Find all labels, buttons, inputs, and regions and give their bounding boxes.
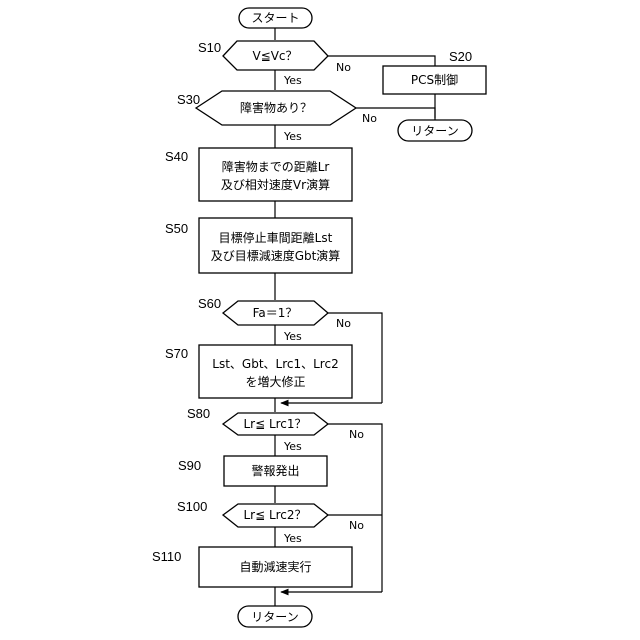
process-s70: Lst、Gbt、Lrc1、Lrc2 を増大修正 S70 [165, 345, 352, 398]
process-s50: 目標停止車間距離Lst 及び目標減速度Gbt演算 S50 [165, 218, 352, 273]
process-s70-line2: を増大修正 [245, 374, 305, 389]
process-s40-line2: 及び相対速度Vr演算 [221, 177, 330, 192]
decision-s30: 障害物あり？ S30 Yes No [177, 91, 377, 143]
start-label: スタート [251, 11, 299, 25]
process-s40: 障害物までの距離Lr 及び相対速度Vr演算 S40 [165, 148, 352, 201]
branch-no-s100: No [349, 519, 364, 532]
branch-yes-s10: Yes [283, 74, 302, 87]
step-label-s30: S30 [177, 92, 200, 107]
step-label-s90: S90 [178, 458, 201, 473]
step-label-s50: S50 [165, 221, 188, 236]
process-s50-line1: 目標停止車間距離Lst [219, 230, 333, 245]
decision-s10-text: V≦Vc？ [252, 49, 297, 63]
process-s40-line1: 障害物までの距離Lr [222, 159, 330, 174]
decision-s80: Lr≦ Lrc1？ S80 Yes No [187, 406, 364, 453]
process-s50-line2: 及び目標減速度Gbt演算 [211, 248, 341, 263]
return-end-label: リターン [251, 610, 298, 624]
branch-yes-s100: Yes [283, 532, 302, 545]
step-label-s100: S100 [177, 499, 207, 514]
branch-no-s30: No [362, 112, 377, 125]
process-s70-line1: Lst、Gbt、Lrc1、Lrc2 [212, 357, 338, 371]
branch-no-s10: No [336, 61, 351, 74]
branch-no-s60: No [336, 317, 351, 330]
process-s110-text: 自動減速実行 [239, 559, 311, 574]
process-s90: 警報発出 S90 [178, 456, 327, 486]
decision-s60-text: Fa＝1？ [253, 306, 298, 320]
decision-s100: Lr≦ Lrc2？ S100 Yes No [177, 499, 364, 545]
step-label-s110: S110 [152, 549, 181, 564]
start-terminal: スタート [239, 8, 312, 28]
step-label-s80: S80 [187, 406, 210, 421]
branch-yes-s30: Yes [283, 130, 302, 143]
process-s110: 自動減速実行 S110 [152, 547, 352, 587]
process-s20-text: PCS制御 [411, 72, 458, 87]
branch-yes-s80: Yes [283, 440, 302, 453]
step-label-s60: S60 [198, 296, 221, 311]
decision-s80-text: Lr≦ Lrc1？ [243, 417, 306, 431]
step-label-s10: S10 [198, 40, 221, 55]
return-side-label: リターン [411, 124, 458, 138]
return-terminal-end: リターン [238, 606, 312, 627]
step-label-s70: S70 [165, 346, 188, 361]
decision-s30-text: 障害物あり？ [240, 100, 312, 115]
process-s90-text: 警報発出 [251, 463, 299, 478]
branch-yes-s60: Yes [283, 330, 302, 343]
decision-s100-text: Lr≦ Lrc2？ [243, 508, 306, 522]
step-label-s40: S40 [165, 149, 188, 164]
return-terminal-side: リターン [398, 120, 472, 141]
step-label-s20: S20 [449, 49, 472, 64]
branch-no-s80: No [349, 428, 364, 441]
